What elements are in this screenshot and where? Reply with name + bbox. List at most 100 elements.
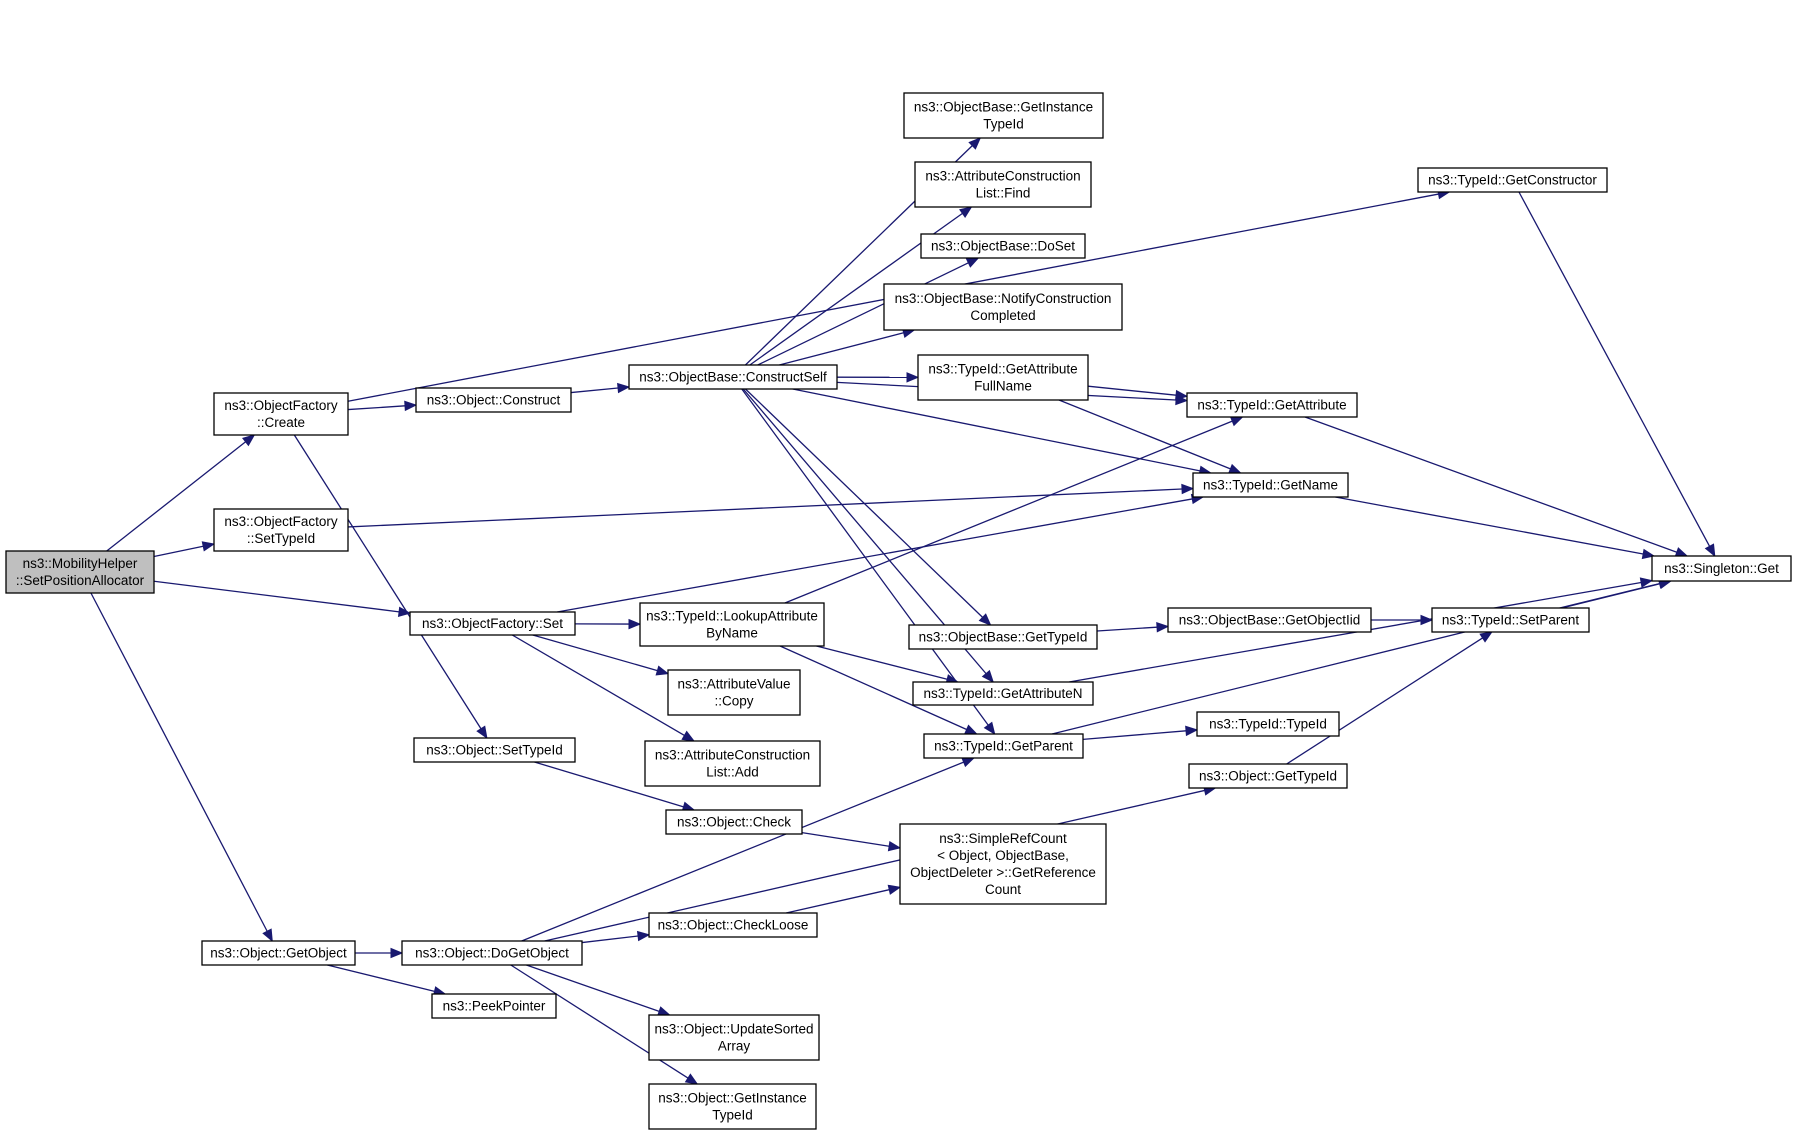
node-box-obj_dogetobject[interactable] [401, 940, 583, 966]
node-av_copy[interactable]: ns3::AttributeValue::Copy [667, 669, 801, 716]
node-box-peekpointer[interactable] [431, 993, 557, 1019]
node-box-acl_add[interactable] [644, 740, 821, 787]
node-tid_getname[interactable]: ns3::TypeId::GetName [1192, 472, 1349, 498]
node-label-ob_gettypeid: ns3::ObjectBase::GetTypeId [919, 630, 1088, 645]
arrowhead-ob_constructself-to-ob_doset [965, 257, 980, 268]
node-box-obj_construct[interactable] [415, 387, 572, 413]
arrowhead-tid_getconstructor-to-singleton_get [1704, 543, 1716, 558]
node-ob_constructself[interactable]: ns3::ObjectBase::ConstructSelf [628, 364, 838, 390]
node-box-tid_getattrfullname[interactable] [917, 354, 1089, 401]
node-tid_setparent[interactable]: ns3::TypeId::SetParent [1431, 607, 1590, 633]
arrowhead-root-to-of_set [397, 606, 412, 617]
arrowhead-ob_constructself-to-ob_getinstancetypeid [968, 137, 982, 150]
node-obj_check[interactable]: ns3::Object::Check [665, 809, 803, 835]
node-ob_gettypeid[interactable]: ns3::ObjectBase::GetTypeId [908, 624, 1098, 650]
node-box-ob_getinstancetypeid[interactable] [903, 92, 1104, 139]
node-label-ob_notify: ns3::ObjectBase::NotifyConstruction [895, 291, 1112, 306]
node-box-root[interactable] [5, 550, 155, 594]
node-box-singleton_get[interactable] [1651, 555, 1792, 582]
node-singleton_get[interactable]: ns3::Singleton::Get [1651, 555, 1792, 582]
node-box-obj_settypeid[interactable] [413, 737, 576, 763]
node-tid_getparent[interactable]: ns3::TypeId::GetParent [923, 733, 1084, 759]
node-box-ob_constructself[interactable] [628, 364, 838, 390]
node-label-tid_lookupattr: ns3::TypeId::LookupAttribute [646, 609, 818, 624]
call-edge-obj_getobject-to-peekpointer [327, 964, 435, 993]
node-obj_getobject[interactable]: ns3::Object::GetObject [201, 940, 356, 966]
node-box-obj_gettypeid[interactable] [1188, 763, 1348, 789]
node-tid_getattrn[interactable]: ns3::TypeId::GetAttributeN [912, 681, 1094, 706]
node-box-ob_gettypeid[interactable] [908, 624, 1098, 650]
node-box-obj_check[interactable] [665, 809, 803, 835]
node-label-obj_gettypeid: ns3::Object::GetTypeId [1199, 769, 1337, 784]
node-label-of_settypeid: ::SetTypeId [247, 531, 315, 546]
node-box-tid_getparent[interactable] [923, 733, 1084, 759]
node-tid_typeid[interactable]: ns3::TypeId::TypeId [1196, 711, 1340, 737]
call-edge-root-to-obj_getobject [90, 592, 268, 932]
node-box-tid_lookupattr[interactable] [639, 602, 825, 647]
node-ob_notify[interactable]: ns3::ObjectBase::NotifyConstructionCompl… [883, 283, 1123, 331]
arrowhead-obj_gettypeid-to-tid_setparent [1479, 631, 1493, 643]
call-edge-obj_construct-to-ob_constructself [570, 387, 619, 394]
node-simplerefcount[interactable]: ns3::SimpleRefCount< Object, ObjectBase,… [899, 823, 1107, 905]
node-ob_getobjectiid[interactable]: ns3::ObjectBase::GetObjectIid [1167, 607, 1372, 633]
node-box-of_settypeid[interactable] [213, 508, 349, 552]
node-box-ob_doset[interactable] [920, 233, 1086, 259]
arrowhead-of_set-to-acl_add [681, 730, 696, 742]
node-label-obj_getobject: ns3::Object::GetObject [210, 946, 347, 961]
node-box-of_create[interactable] [213, 392, 349, 436]
node-box-ob_notify[interactable] [883, 283, 1123, 331]
arrowhead-tid_getattrfullname-to-tid_getattribute [1175, 389, 1189, 401]
node-label-obj_checkloose: ns3::Object::CheckLoose [658, 918, 809, 933]
node-box-obj_checkloose[interactable] [648, 912, 818, 938]
node-box-tid_getattrn[interactable] [912, 681, 1094, 706]
arrowhead-obj_check-to-simplerefcount [887, 840, 902, 852]
arrowhead-root-to-of_settypeid [201, 541, 216, 552]
node-obj_gettypeid[interactable]: ns3::Object::GetTypeId [1188, 763, 1348, 789]
arrowhead-tid_getattrn-to-singleton_get [1639, 577, 1654, 588]
call-edge-ob_constructself-to-ob_gettypeid [745, 388, 984, 618]
node-obj_construct[interactable]: ns3::Object::Construct [415, 387, 572, 413]
node-box-acl_find[interactable] [914, 161, 1092, 208]
call-edge-of_create-to-obj_settypeid [293, 434, 482, 730]
node-of_create[interactable]: ns3::ObjectFactory::Create [213, 392, 349, 436]
node-tid_getattribute[interactable]: ns3::TypeId::GetAttribute [1186, 392, 1358, 418]
node-box-tid_getconstructor[interactable] [1417, 167, 1608, 193]
node-box-tid_typeid[interactable] [1196, 711, 1340, 737]
node-label-tid_getattrfullname: FullName [974, 379, 1032, 394]
node-box-tid_setparent[interactable] [1431, 607, 1590, 633]
node-obj_checkloose[interactable]: ns3::Object::CheckLoose [648, 912, 818, 938]
node-tid_getconstructor[interactable]: ns3::TypeId::GetConstructor [1417, 167, 1608, 193]
node-box-obj_getobject[interactable] [201, 940, 356, 966]
node-label-acl_find: List::Find [976, 186, 1031, 201]
node-box-simplerefcount[interactable] [899, 823, 1107, 905]
node-box-tid_getname[interactable] [1192, 472, 1349, 498]
call-edge-of_settypeid-to-tid_getname [347, 488, 1183, 528]
node-label-root: ::SetPositionAllocator [16, 573, 145, 588]
node-box-tid_getattribute[interactable] [1186, 392, 1358, 418]
node-label-obj_dogetobject: ns3::Object::DoGetObject [415, 946, 569, 961]
node-root[interactable]: ns3::MobilityHelper::SetPositionAllocato… [5, 550, 155, 594]
node-box-of_set[interactable] [409, 611, 576, 636]
arrowhead-tid_getparent-to-tid_typeid [1185, 725, 1199, 737]
node-box-av_copy[interactable] [667, 669, 801, 716]
function-nodes: ns3::MobilityHelper::SetPositionAllocato… [5, 92, 1792, 1130]
node-peekpointer[interactable]: ns3::PeekPointer [431, 993, 557, 1019]
node-obj_dogetobject[interactable]: ns3::Object::DoGetObject [401, 940, 583, 966]
node-box-obj_updatesorted[interactable] [648, 1014, 820, 1061]
node-ob_doset[interactable]: ns3::ObjectBase::DoSet [920, 233, 1086, 259]
node-of_settypeid[interactable]: ns3::ObjectFactory::SetTypeId [213, 508, 349, 552]
call-edge-tid_setparent-to-singleton_get [1559, 582, 1660, 609]
node-box-obj_getinstancetypeid[interactable] [648, 1083, 817, 1130]
node-obj_settypeid[interactable]: ns3::Object::SetTypeId [413, 737, 576, 763]
node-label-obj_getinstancetypeid: TypeId [712, 1108, 753, 1123]
node-box-ob_getobjectiid[interactable] [1167, 607, 1372, 633]
node-label-obj_getinstancetypeid: ns3::Object::GetInstance [658, 1091, 807, 1106]
node-of_set[interactable]: ns3::ObjectFactory::Set [409, 611, 576, 636]
